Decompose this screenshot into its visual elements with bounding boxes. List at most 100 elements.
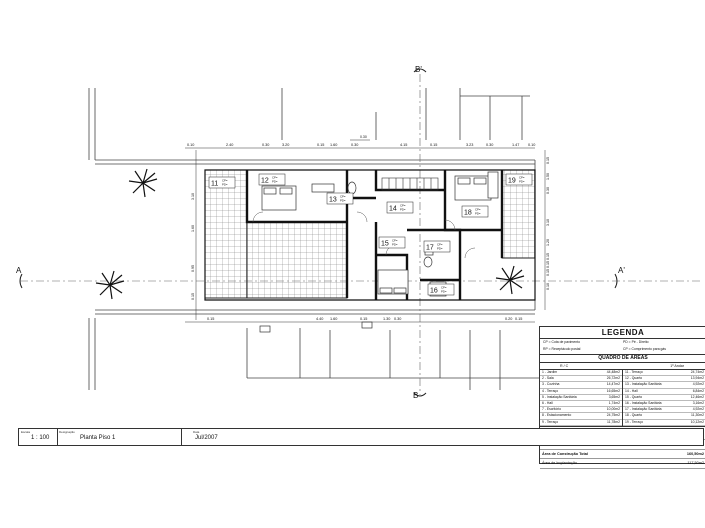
right-dimension-label: 0.15	[546, 253, 550, 260]
room-tag-box	[423, 240, 451, 253]
area-room-value: 11,78m2	[607, 419, 620, 424]
dimension-lines	[185, 139, 546, 323]
area-room-value: 24,75m2	[606, 413, 620, 418]
area-total-value: 160,50m2	[686, 451, 704, 456]
area-room-name: 17 - Instalação Sanitária	[625, 407, 662, 412]
section-marker-right: A'	[618, 266, 625, 275]
room-cp: CP=	[392, 239, 398, 243]
area-total-name: Área de Construção Total	[542, 451, 588, 456]
room-pd: PD=	[222, 183, 228, 187]
room-pd: PD=	[340, 199, 346, 203]
right-dimension-label: 1.20	[546, 239, 550, 246]
room-number: 17	[426, 245, 434, 252]
area-room-value: 1,74m2	[608, 400, 620, 405]
date-value: Jul/2007	[195, 435, 218, 441]
top-dimension-label: 4.15	[400, 143, 407, 147]
room-pd: PD=	[392, 243, 398, 247]
designation-value: Planta Piso 1	[80, 435, 116, 441]
area-room-name: 15 - Quarto	[625, 394, 643, 399]
section-marker-left: A	[16, 266, 22, 275]
left-dimension-label: 1.60	[191, 225, 195, 232]
room-number: 19	[508, 178, 516, 185]
room-pd: PD=	[437, 247, 443, 251]
title-block: Escala 1 : 100 Designação Planta Piso 1 …	[18, 428, 704, 446]
area-room-name: 2 - Sala	[542, 376, 554, 381]
scale-value: 1 : 100	[31, 435, 50, 441]
room-tag-box	[386, 201, 414, 214]
room-cp: CP=	[437, 243, 443, 247]
context-lines	[88, 88, 540, 390]
right-dimension-label: 0.10	[546, 283, 550, 290]
room-number: 13	[329, 197, 337, 204]
room-tag-box	[427, 283, 455, 296]
abbreviation-key: CP =	[543, 340, 552, 344]
abbreviation-value: Pé - Direito	[631, 340, 649, 344]
area-room-value: 11,30m2	[691, 413, 704, 418]
abbreviation-key: CP =	[623, 346, 632, 351]
area-room-value: 13,94m2	[690, 376, 704, 381]
rc-label: R / C	[560, 364, 569, 368]
right-dimension-label: 0.15	[546, 269, 550, 276]
room-number: 12	[261, 178, 269, 185]
designation-label: Designação	[59, 430, 75, 434]
top-dimension-label: 1.60	[330, 143, 337, 147]
area-room-name: 6 - Hall	[542, 400, 553, 405]
area-room-value: 4,92m2	[692, 382, 704, 387]
abbreviation-key: PD =	[623, 340, 632, 344]
area-room-value: 6,84m2	[692, 388, 704, 393]
room-tag-box	[326, 192, 354, 205]
door-swings	[252, 211, 476, 259]
area-room-name: 4 - Terraço	[542, 388, 559, 393]
area-room-value: 14,47m2	[606, 382, 620, 387]
section-lines	[20, 74, 700, 395]
area-room-value: 10,00m2	[606, 407, 620, 412]
area-room-name: 16 - Instalação Sanitária	[625, 400, 662, 405]
left-dimension-label: 3.10	[191, 193, 195, 200]
area-room-name: 3 - Cozinha	[542, 382, 560, 387]
room-cp: CP=	[400, 204, 406, 208]
area-room-name: 5 - Instalação Sanitária	[542, 394, 577, 399]
date-cell: Data Jul/2007	[181, 429, 702, 445]
room-number: 16	[430, 288, 438, 295]
top-dimension-label: 3.20	[282, 143, 289, 147]
room-cp: CP=	[441, 286, 447, 290]
date-label: Data	[193, 430, 200, 434]
top-dimension-label: 0.10	[187, 143, 194, 147]
left-dimension-labels: 3.101.600.950.15	[191, 193, 195, 300]
top-dimension-label: 0.30	[262, 143, 269, 147]
room-cp: CP=	[272, 176, 278, 180]
section-marker-bottom: B	[413, 391, 418, 400]
stairs	[381, 177, 439, 191]
area-total-value: 117,50m2	[687, 461, 704, 466]
area-room-value: 24,74m2	[690, 370, 704, 374]
room-number: 15	[381, 241, 389, 248]
room-pd: PD=	[475, 212, 481, 216]
area-room-value: 4,92m2	[692, 407, 704, 412]
areas-title: QUADRO DE ÁREAS	[540, 355, 705, 363]
area-row: 14 - Hall 6,84m2	[623, 389, 705, 395]
top-dimension-label: 0.10	[528, 143, 535, 147]
room-cp: CP=	[340, 195, 346, 199]
top-dimension-label: 0.15	[317, 143, 324, 147]
abbreviation-value: Receptáculo postal	[551, 346, 581, 351]
area-room-name: 14 - Hall	[625, 388, 638, 393]
area-room-name: 8 - Estacionamento	[542, 413, 572, 418]
bottom-dimension-label: 0.15	[207, 317, 214, 321]
